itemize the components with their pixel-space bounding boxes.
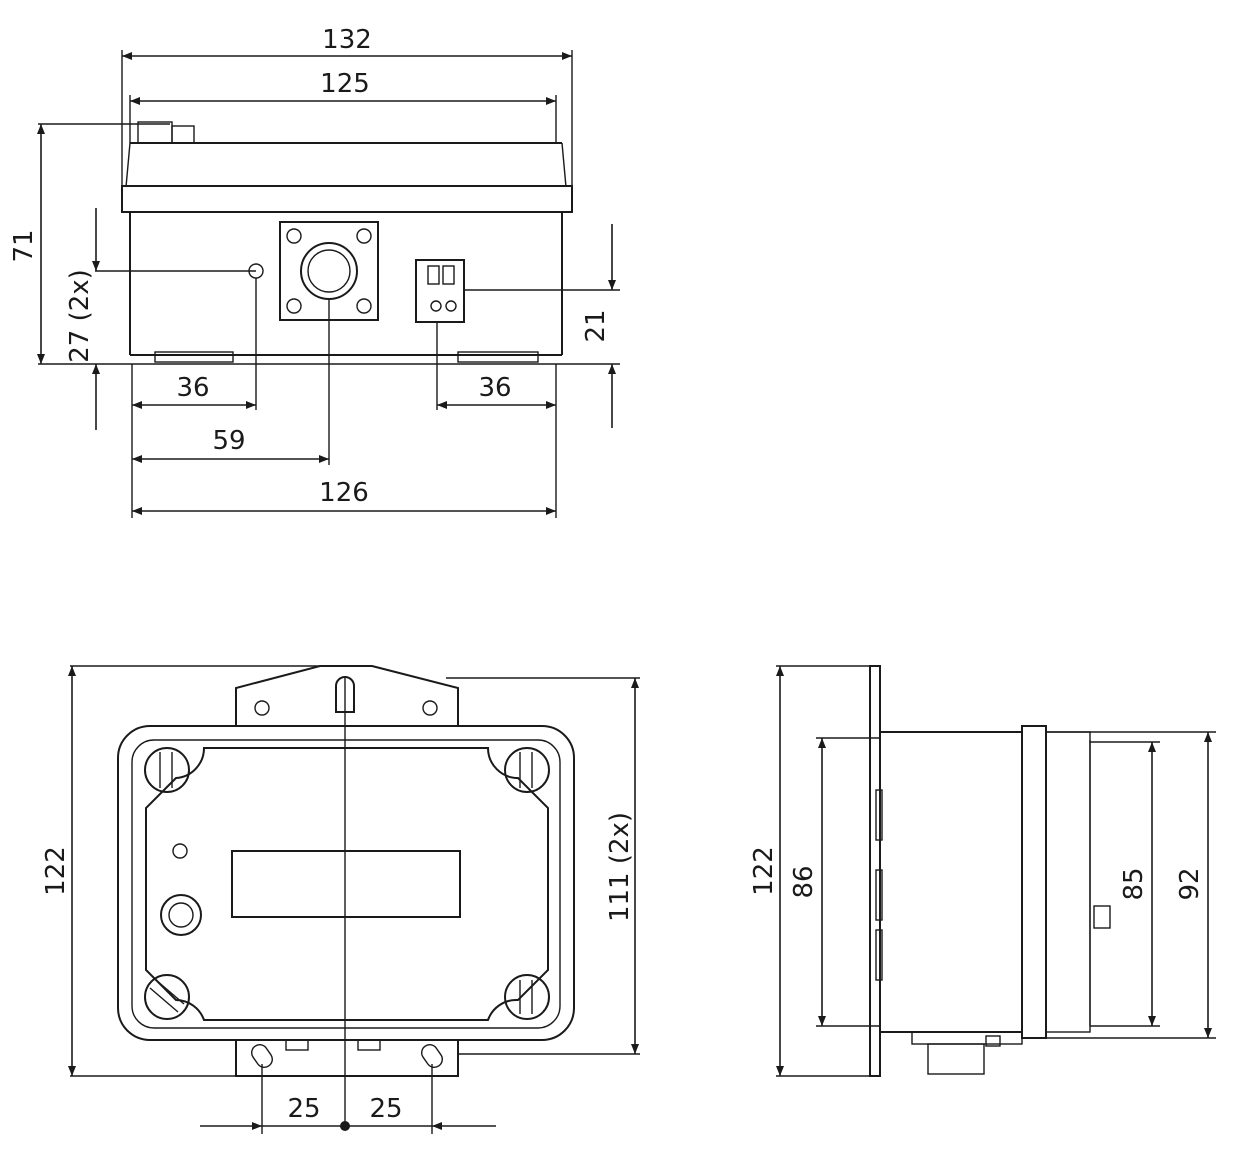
dim-label-36-left: 36 bbox=[176, 373, 209, 403]
top-view: 132 125 71 27 (2x) 21 36 36 59 126 bbox=[9, 25, 620, 518]
dim-label-25-left: 25 bbox=[287, 1094, 320, 1124]
dim-label-92: 92 bbox=[1175, 867, 1205, 900]
dimension-lines bbox=[37, 52, 616, 515]
led bbox=[172, 843, 188, 859]
dim-label-111-2x: 111 (2x) bbox=[605, 812, 635, 922]
side-view: 122 86 85 92 bbox=[749, 665, 1216, 1077]
dim-label-122-side: 122 bbox=[749, 846, 779, 896]
dim-label-86: 86 bbox=[789, 865, 819, 898]
dim-label-21: 21 bbox=[581, 309, 611, 342]
lid-side bbox=[1021, 725, 1047, 1039]
dim-label-36-right: 36 bbox=[478, 373, 511, 403]
keyhole-slot bbox=[335, 676, 355, 713]
extension-lines bbox=[38, 50, 620, 518]
dim-label-71: 71 bbox=[9, 229, 39, 262]
cable-gland bbox=[160, 894, 202, 936]
display-window bbox=[231, 850, 461, 918]
box-body bbox=[129, 212, 563, 363]
lid-panel bbox=[145, 747, 549, 1021]
dim-label-125: 125 bbox=[320, 69, 370, 99]
mounting-tab-top bbox=[235, 665, 459, 726]
corner-screws bbox=[144, 747, 550, 1020]
mounting-tab-bottom bbox=[235, 1040, 459, 1077]
lid bbox=[121, 121, 573, 213]
dim-label-126: 126 bbox=[319, 478, 369, 508]
dim-label-122-front: 122 bbox=[41, 846, 71, 896]
dim-label-59: 59 bbox=[212, 426, 245, 456]
dim-label-27-2x: 27 (2x) bbox=[65, 269, 95, 363]
dim-label-85: 85 bbox=[1119, 867, 1149, 900]
enclosure-outline bbox=[117, 725, 575, 1041]
front-view: 122 111 (2x) 25 25 bbox=[41, 665, 640, 1134]
dip-switch bbox=[415, 259, 465, 323]
dim-label-25-right: 25 bbox=[369, 1094, 402, 1124]
mounting-plate bbox=[869, 665, 881, 1077]
dim-label-132: 132 bbox=[322, 25, 372, 55]
box-body-side bbox=[879, 731, 1023, 1033]
